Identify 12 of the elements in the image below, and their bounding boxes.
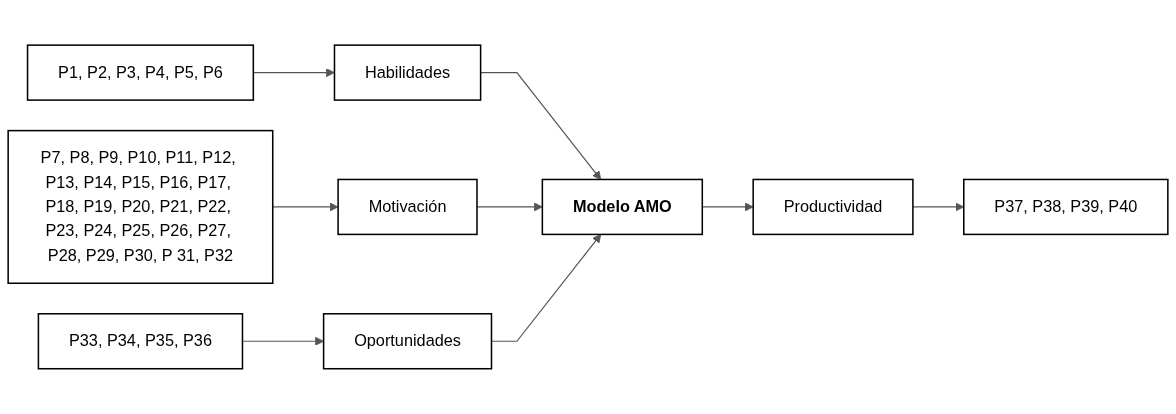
node-box: Modelo AMO bbox=[541, 178, 704, 236]
node-box: P1, P2, P3, P4, P5, P6 bbox=[26, 44, 255, 101]
node-box: Motivación bbox=[337, 178, 478, 236]
node-box: Habilidades bbox=[333, 44, 482, 101]
node-box: Productividad bbox=[752, 178, 914, 236]
arrow bbox=[272, 202, 339, 212]
node-box: P33, P34, P35, P36 bbox=[37, 313, 244, 370]
arrow bbox=[480, 72, 602, 180]
node-box: Oportunidades bbox=[322, 313, 493, 370]
node-box: P7, P8, P9, P10, P11, P12, P13, P14, P15, P16, P17, P18, P19, P20, P21, P22, P23, P24, P25, P26, P27, P28, P29, P30, P 31, P32 bbox=[7, 129, 274, 285]
node-box: P37, P38, P39, P40 bbox=[963, 178, 1169, 236]
arrow bbox=[476, 202, 543, 212]
